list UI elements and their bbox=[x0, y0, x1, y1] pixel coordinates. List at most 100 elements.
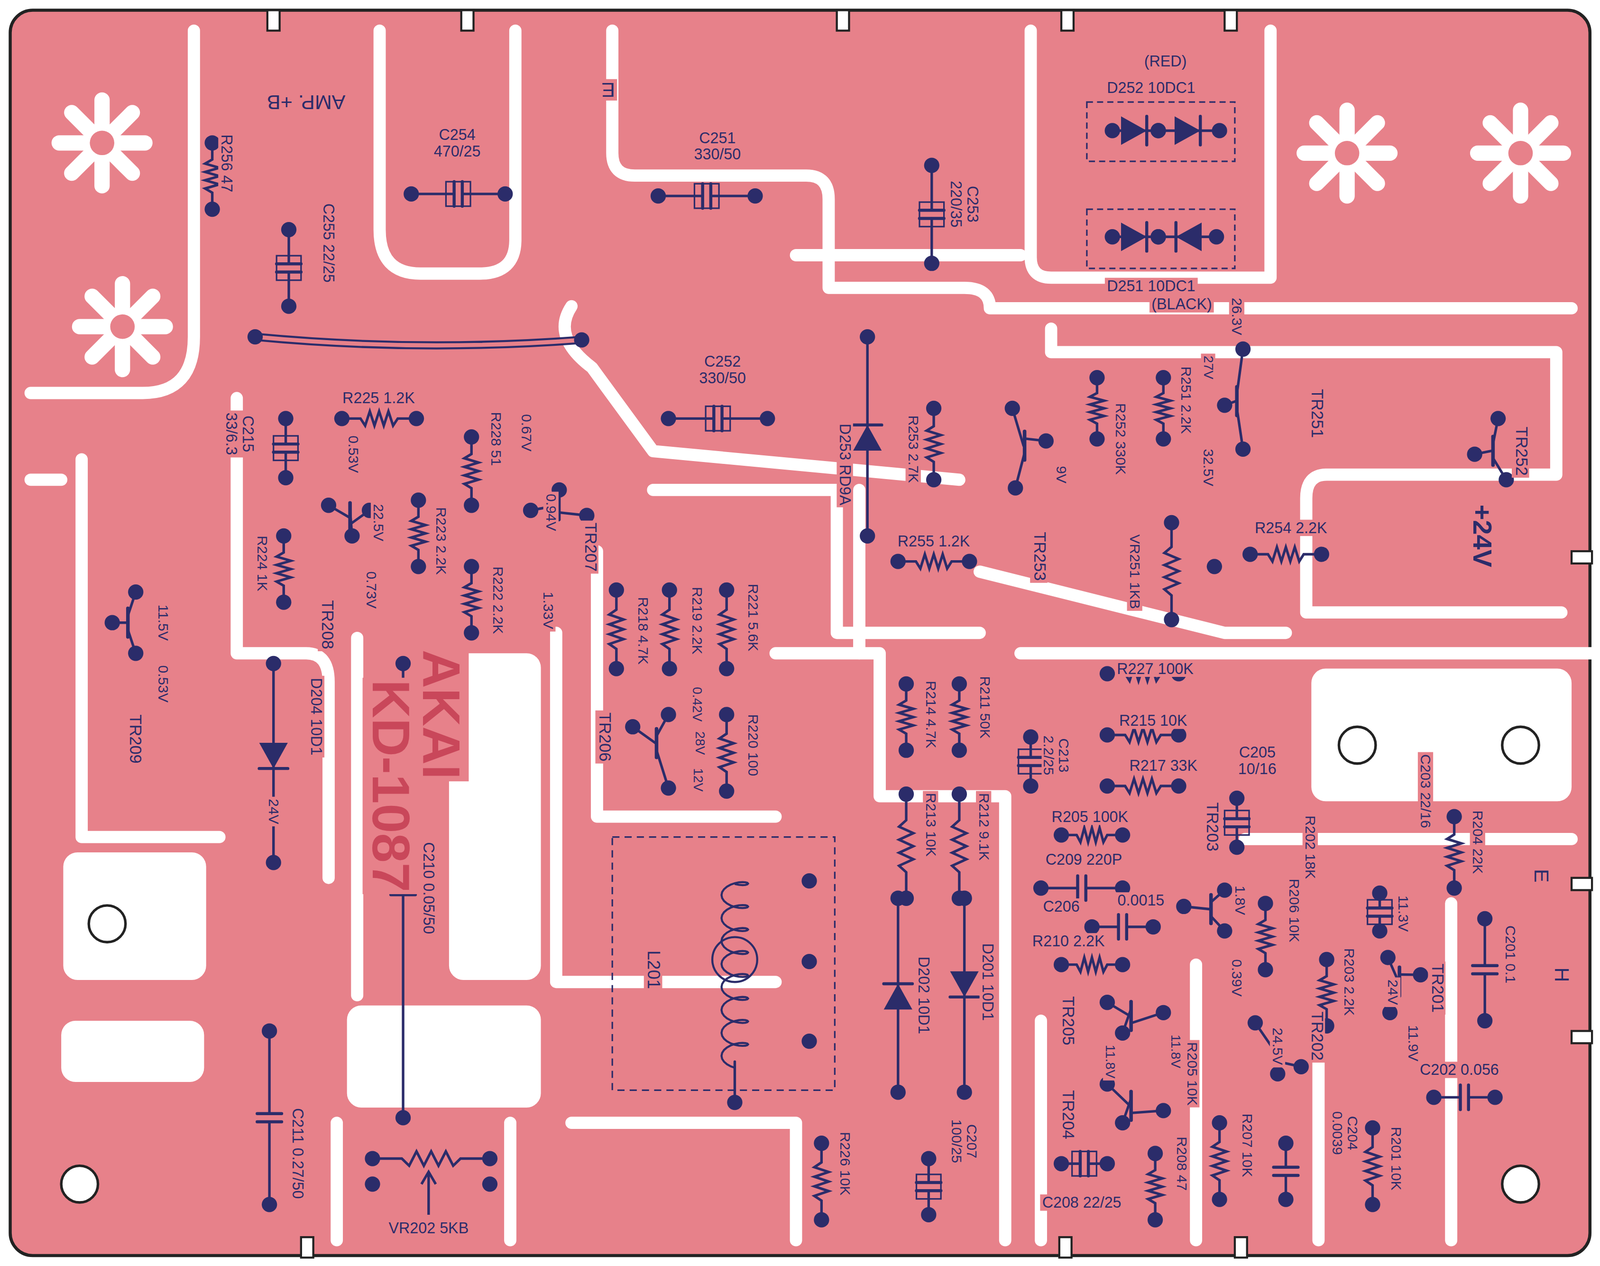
copper-gap bbox=[350, 637, 364, 995]
part-label: R221 5.6K bbox=[745, 581, 761, 653]
solder-pad bbox=[718, 706, 735, 722]
board-notch bbox=[461, 10, 474, 31]
part-label: TR203 bbox=[1202, 800, 1220, 854]
solder-pad bbox=[1089, 431, 1105, 447]
resistor-symbol bbox=[899, 793, 914, 899]
component-lead bbox=[276, 262, 302, 266]
component-lead bbox=[257, 1120, 282, 1123]
solder-pad bbox=[718, 582, 735, 598]
diode-symbol bbox=[1121, 222, 1147, 251]
solder-pad bbox=[1477, 910, 1493, 927]
part-label: E bbox=[599, 79, 617, 101]
part-label: 0.94V bbox=[543, 491, 559, 534]
part-label: R215 10K bbox=[1117, 712, 1190, 729]
diode-symbol bbox=[1176, 222, 1202, 251]
part-label: 9V bbox=[1053, 463, 1069, 486]
mounting-hole bbox=[1338, 726, 1376, 764]
part-label: 0.0015 bbox=[1115, 891, 1167, 909]
resistor-symbol bbox=[1365, 1127, 1380, 1205]
solder-pad bbox=[1382, 1004, 1398, 1021]
component-lead bbox=[709, 183, 713, 209]
copper-gap bbox=[63, 852, 206, 980]
solder-pad bbox=[890, 1084, 906, 1100]
resistor-symbol bbox=[1164, 522, 1179, 620]
diode-symbol bbox=[1174, 116, 1201, 145]
solder-pad bbox=[951, 786, 967, 802]
resistor-symbol bbox=[609, 589, 624, 669]
component-lead bbox=[273, 450, 299, 454]
component-lead bbox=[1086, 1150, 1090, 1176]
copper-gap bbox=[775, 652, 1006, 1240]
component-lead bbox=[273, 442, 299, 446]
part-label: TR253 bbox=[1030, 529, 1048, 583]
board-notch bbox=[267, 10, 280, 31]
component-lead bbox=[1224, 817, 1250, 820]
solder-pad bbox=[344, 528, 360, 544]
part-label: R207 10K bbox=[1239, 1111, 1255, 1179]
component-lead bbox=[1084, 875, 1088, 901]
part-label: TR207 bbox=[581, 520, 599, 574]
solder-pad bbox=[128, 584, 144, 600]
solder-pad bbox=[1038, 433, 1054, 449]
solder-pad bbox=[364, 1176, 380, 1192]
component-lead bbox=[1273, 1173, 1299, 1177]
diode-symbol bbox=[259, 742, 288, 769]
part-label: 0.53V bbox=[156, 662, 172, 705]
component-lead bbox=[1018, 755, 1044, 759]
solder-pad bbox=[408, 410, 424, 426]
solder-pad bbox=[1364, 1196, 1380, 1212]
solder-pad bbox=[1099, 994, 1115, 1010]
resistor-symbol bbox=[719, 589, 734, 669]
part-label: D253 RD9A bbox=[836, 421, 854, 508]
part-label: 0.39V bbox=[1229, 956, 1245, 999]
copper-gap bbox=[612, 30, 1572, 309]
part-label: R219 2.2K bbox=[689, 584, 705, 657]
solder-pad bbox=[482, 1176, 498, 1192]
solder-pad bbox=[1212, 1114, 1228, 1131]
solder-pad bbox=[747, 188, 763, 204]
solder-pad bbox=[898, 742, 914, 758]
solder-pad bbox=[1147, 1145, 1163, 1161]
component-lead bbox=[916, 1180, 941, 1184]
solder-pad bbox=[266, 854, 282, 870]
solder-pad bbox=[898, 786, 914, 802]
part-label: R214 4.7K bbox=[923, 678, 939, 751]
solder-pad bbox=[1170, 778, 1187, 794]
solder-pad bbox=[608, 660, 625, 676]
diode-symbol bbox=[950, 971, 979, 997]
part-label: TR252 bbox=[1511, 424, 1529, 478]
solder-pad bbox=[1053, 827, 1069, 843]
copper-gap bbox=[330, 1122, 343, 1240]
solder-pad bbox=[1206, 558, 1223, 574]
solder-pad bbox=[395, 1109, 411, 1125]
resistor-symbol bbox=[1061, 957, 1123, 972]
part-label: R213 10K bbox=[923, 790, 939, 859]
resistor-symbol bbox=[341, 411, 417, 426]
heatsink-hub bbox=[110, 314, 135, 340]
copper-gap bbox=[61, 1020, 204, 1082]
solder-pad bbox=[1033, 880, 1049, 896]
solder-pad bbox=[1216, 397, 1233, 413]
solder-pad bbox=[204, 135, 220, 151]
solder-pad bbox=[1212, 122, 1228, 138]
solder-pad bbox=[275, 528, 292, 544]
solder-pad bbox=[204, 201, 220, 217]
board-notch bbox=[1061, 10, 1074, 31]
mounting-hole bbox=[88, 905, 126, 942]
copper-gap bbox=[1030, 30, 1271, 278]
solder-pad bbox=[662, 660, 678, 676]
solder-pad bbox=[410, 492, 426, 508]
solder-pad bbox=[1477, 1012, 1493, 1029]
components bbox=[104, 101, 1515, 1228]
resistor-symbol bbox=[1089, 377, 1104, 439]
capacitor-body bbox=[1367, 899, 1393, 925]
solder-pad bbox=[956, 1084, 973, 1100]
component-lead bbox=[1367, 914, 1393, 918]
part-label: R208 47 bbox=[1174, 1134, 1190, 1193]
copper-gap bbox=[564, 306, 960, 480]
component-lead bbox=[452, 181, 456, 207]
resistor-symbol bbox=[1212, 1122, 1227, 1199]
copper-gap bbox=[556, 632, 776, 982]
part-label: 26.3V bbox=[1229, 295, 1245, 337]
solder-pad bbox=[1269, 1066, 1286, 1082]
